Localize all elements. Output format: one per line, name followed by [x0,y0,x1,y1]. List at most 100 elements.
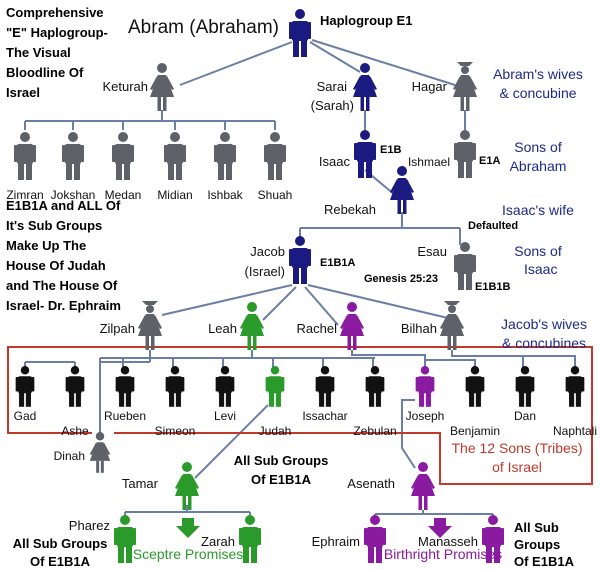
name-manasseh: Manasseh [418,534,478,549]
note-line: and The House Of [6,278,118,293]
subgroup-labels: All Sub Groups Of E1B1A All Sub Groups O… [13,453,575,569]
name-sarai: Sarai [317,79,347,94]
tribe-figure-issachar [315,366,335,407]
haplogroup-isaac: E1B [380,144,401,156]
title-line: "E" Haplogroup- [6,25,108,40]
name-keturah: Keturah [102,79,148,94]
subgroups-manasseh: Of E1B1A [514,554,575,569]
subgroups-manasseh: All Sub [514,520,559,535]
side-labels: Abram's wives & concubine Sons of Abraha… [452,66,587,475]
name-tamar: Tamar [122,476,159,491]
sceptre-arrow-icon [176,518,200,538]
tribe-name: Benjamin [450,424,500,438]
note-line: Make Up The [6,238,86,253]
subgroups-pharez: Of E1B1A [30,554,91,569]
tribe-figure-joseph [415,366,435,407]
name-sarai-alt: (Sarah) [311,98,354,113]
tribe-name: Issachar [302,409,347,423]
keturah-figure [150,63,174,111]
midian-figure [164,132,186,180]
tribe-name: Ashe [61,424,89,438]
tribe-figure-levi [215,366,235,407]
leah-figure [240,302,264,350]
haplogroup-esau: E1B1B [475,281,511,293]
esau-figure [454,242,476,290]
note-block: E1B1A and ALL Of It's Sub Groups Make Up… [6,198,121,313]
note-line: Israel- Dr. Ephraim [6,298,121,313]
label-abram-wives: & concubine [499,85,576,101]
jacob-figure [289,236,311,284]
name-bilhah: Bilhah [401,321,437,336]
genesis-reference: Genesis 25:23 [364,273,438,285]
figures [14,9,585,563]
haplogroup-abram: Haplogroup E1 [320,13,412,28]
name-pharez: Pharez [69,518,110,533]
shuah-figure [264,132,286,180]
tribe-figure-simeon [165,366,185,407]
name-zarah: Zarah [201,534,235,549]
name-isaac: Isaac [319,154,351,169]
tribe-name: Joseph [406,409,445,423]
name-keturah-son: Jokshan [51,188,96,202]
tribe-figure-dan [515,366,535,407]
hagar-figure [453,62,477,111]
tribe-name: Simeon [155,424,196,438]
label-sons-abraham: Abraham [510,158,567,174]
tribe-figure-ashe [65,366,85,407]
tribe-figure-naphtali [565,366,585,407]
tribe-figure-gad [15,366,35,407]
note-line: It's Sub Groups [6,218,102,233]
label-sons-abraham: Sons of [514,139,562,155]
name-hagar: Hagar [412,79,448,94]
jokshan-figure [62,132,84,180]
dinah-figure [89,432,111,473]
tamar-figure [175,462,199,510]
title-line: Bloodline Of [6,65,84,80]
label-12-tribes: The 12 Sons (Tribes) [452,440,583,456]
name-jacob: Jacob [250,244,285,259]
title-line: Israel [6,85,40,100]
ishbak-figure [214,132,236,180]
name-abram: Abram (Abraham) [128,17,279,38]
tribe-name: Judah [259,424,292,438]
title-line: Comprehensive [6,5,104,20]
tribe-figure-benjamin [465,366,485,407]
name-asenath: Asenath [347,476,395,491]
name-keturah-son: Medan [105,188,142,202]
name-zilpah: Zilpah [100,321,135,336]
rebekah-figure [390,166,414,214]
ephraim-figure [364,515,386,563]
zimran-figure [14,132,36,180]
haplogroup-labels: Haplogroup E1 E1B E1A E1B1A Defaulted Ge… [320,13,518,293]
name-leah: Leah [208,321,237,336]
label-abram-wives: Abram's wives [493,66,583,82]
tribe-figure-rueben [115,366,135,407]
zilpah-figure [138,301,162,350]
tribe-name: Gad [14,409,37,423]
note-line: House Of Judah [6,258,106,273]
name-keturah-son: Midian [157,188,192,202]
subgroups-pharez: All Sub Groups [13,536,108,551]
label-sons-isaac: Isaac [524,261,557,277]
ishmael-figure [454,130,476,178]
tribe-name: Dan [514,409,536,423]
names: Abram (Abraham) Keturah Sarai (Sarah) Ha… [6,17,597,549]
label-jacob-wives: & concubines [502,335,586,351]
bilhah-figure [440,301,464,350]
name-rebekah: Rebekah [324,202,376,217]
tribe-name: Zebulan [353,424,396,438]
name-rachel: Rachel [297,321,338,336]
label-sons-isaac: Sons of [514,243,562,259]
name-keturah-son: Ishbak [207,188,243,202]
birthright-promises-label: Birthright Promises [384,546,502,562]
tribe-name: Levi [214,409,236,423]
abram-figure [289,9,311,57]
name-ephraim: Ephraim [312,534,360,549]
title-block: Comprehensive "E" Haplogroup- The Visual… [6,5,108,100]
subgroups-judah: Of E1B1A [251,472,312,487]
name-esau: Esau [417,244,447,259]
tribe-figure-judah [265,366,285,407]
label-jacob-wives: Jacob's wives [501,316,587,332]
